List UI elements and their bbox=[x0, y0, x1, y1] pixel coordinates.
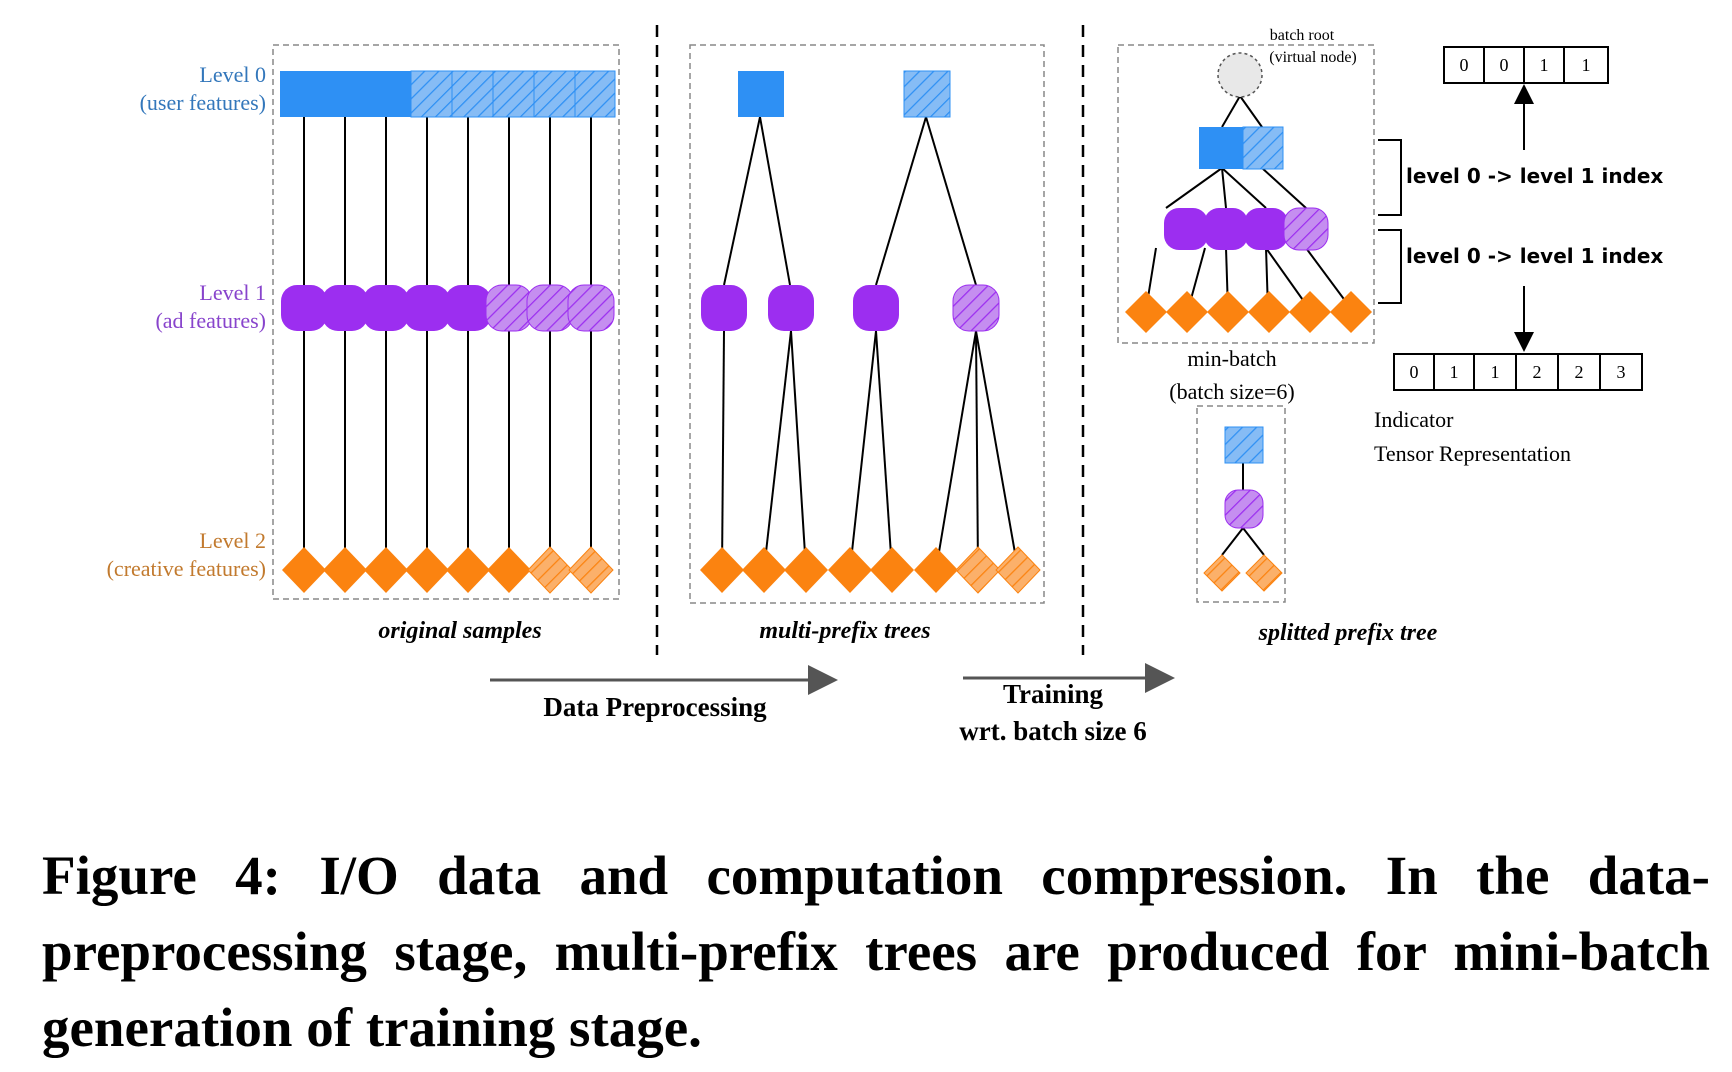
remainder-level2-a bbox=[1203, 554, 1241, 592]
multi-prefix-level1 bbox=[701, 284, 1000, 332]
min-batch-label: min-batch bbox=[1187, 346, 1276, 371]
remainder-level1 bbox=[1224, 489, 1264, 529]
multi-prefix-level2 bbox=[700, 546, 1041, 594]
index-label-lower: level 0 -> level 1 index bbox=[1406, 244, 1663, 268]
top-index-3: 1 bbox=[1582, 55, 1591, 75]
level2-name: Level 2 bbox=[199, 528, 266, 553]
original-samples-frame bbox=[272, 44, 620, 600]
original-level2-row bbox=[282, 546, 614, 594]
min-batch-root-solid bbox=[1199, 127, 1243, 169]
remainder-root bbox=[1224, 426, 1264, 464]
level2-desc: (creative features) bbox=[107, 556, 266, 581]
splitted-tree-panel bbox=[1117, 44, 1375, 603]
original-level1-row bbox=[281, 284, 615, 332]
original-samples-panel bbox=[272, 44, 620, 600]
index-label-upper: level 0 -> level 1 index bbox=[1406, 164, 1663, 188]
min-batch-level2 bbox=[1125, 291, 1372, 333]
tree2-root bbox=[903, 70, 951, 118]
level0-name: Level 0 bbox=[199, 62, 266, 87]
bottom-index-4: 2 bbox=[1575, 362, 1584, 382]
multi-prefix-label: multi-prefix trees bbox=[759, 618, 930, 644]
bottom-index-1: 1 bbox=[1450, 362, 1459, 382]
multi-prefix-frame bbox=[689, 44, 1045, 604]
bracket-lower bbox=[1378, 229, 1402, 304]
min-batch-level1 bbox=[1164, 207, 1329, 251]
remainder-level2-b bbox=[1245, 554, 1283, 592]
remainder-edges bbox=[1221, 463, 1265, 556]
preprocess-label: Data Preprocessing bbox=[543, 692, 767, 722]
bottom-index-array: 0 1 1 2 2 3 bbox=[1393, 353, 1643, 391]
tensor-representation-label: Tensor Representation bbox=[1374, 441, 1571, 466]
training-batch-label: wrt. batch size 6 bbox=[959, 716, 1146, 746]
top-index-1: 0 bbox=[1500, 55, 1509, 75]
multi-prefix-edges bbox=[721, 116, 1019, 571]
batch-root-label: batch root bbox=[1270, 27, 1335, 44]
indicator-label: Indicator bbox=[1374, 407, 1454, 432]
level0-desc: (user features) bbox=[140, 90, 266, 115]
bottom-index-5: 3 bbox=[1617, 362, 1626, 382]
top-index-2: 1 bbox=[1540, 55, 1549, 75]
min-batch-size-label: (batch size=6) bbox=[1169, 379, 1294, 404]
bottom-index-3: 2 bbox=[1533, 362, 1542, 382]
multi-prefix-panel bbox=[689, 44, 1045, 604]
io-compression-diagram: Level 0 (user features) Level 1 (ad feat… bbox=[107, 25, 1663, 746]
bottom-index-0: 0 bbox=[1410, 362, 1419, 382]
top-index-0: 0 bbox=[1460, 55, 1469, 75]
original-level0-row bbox=[280, 70, 616, 118]
training-label: Training bbox=[1003, 679, 1104, 709]
tree1-root bbox=[738, 71, 784, 117]
min-batch-root-hatched bbox=[1242, 126, 1284, 170]
figure-caption: Figure 4: I/O data and computation compr… bbox=[42, 845, 1710, 1058]
min-batch-frame bbox=[1117, 44, 1375, 344]
batch-root-sublabel: (virtual node) bbox=[1269, 49, 1357, 66]
remainder-frame bbox=[1196, 405, 1286, 603]
bottom-index-2: 1 bbox=[1491, 362, 1500, 382]
splitted-tree-label: splitted prefix tree bbox=[1258, 620, 1438, 646]
original-samples-label: original samples bbox=[378, 618, 541, 644]
batch-root-node bbox=[1217, 52, 1263, 98]
original-sample-lines bbox=[303, 115, 592, 570]
top-index-array: 0 0 1 1 bbox=[1443, 46, 1609, 84]
level1-desc: (ad features) bbox=[155, 308, 266, 333]
bracket-upper bbox=[1378, 139, 1402, 216]
level1-name: Level 1 bbox=[199, 280, 266, 305]
